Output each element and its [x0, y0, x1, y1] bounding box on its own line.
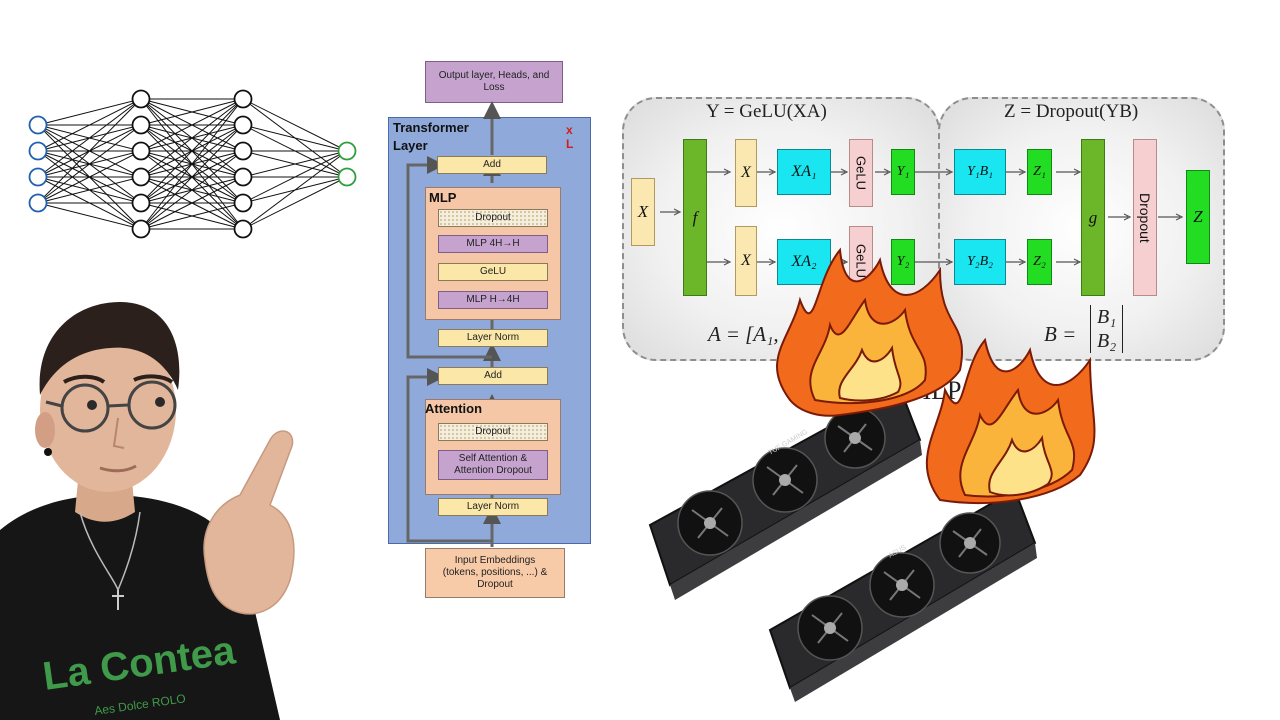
- xa1-box: XA₁: [777, 149, 831, 195]
- mlp-h-4h-box: MLP H→4H: [438, 291, 548, 309]
- b-matrix: B₁ B₂: [1090, 305, 1124, 353]
- nn-edge: [242, 98, 348, 152]
- nn-edge: [140, 150, 244, 230]
- nn-edge: [242, 150, 348, 204]
- nn-edge: [140, 124, 244, 230]
- output-layer-box: Output layer, Heads, and Loss: [425, 61, 563, 103]
- self-attention-box: Self Attention & Attention Dropout: [438, 450, 548, 480]
- fire-2: [925, 337, 1096, 504]
- presenter-photo: La Contea Aes Dolce ROLO: [0, 302, 295, 720]
- z1-box: Z₁: [1027, 149, 1052, 195]
- nn-output-node: [337, 167, 357, 187]
- transformer-layer-title: Transformer Layer: [393, 120, 469, 153]
- x1-box: X: [735, 139, 757, 207]
- nn-edge: [140, 98, 244, 178]
- gelu1-box: GeLU: [849, 139, 873, 207]
- a-split-equation: A = [A₁,: [708, 322, 779, 346]
- nn-hidden-node: [131, 167, 151, 187]
- nn-input-node: [28, 115, 48, 135]
- nn-edge: [37, 98, 142, 178]
- z2-box: Z₂: [1027, 239, 1052, 285]
- x-input-box: X: [631, 178, 655, 246]
- nn-edge: [37, 124, 142, 204]
- mlp-dropout-box: Dropout: [438, 209, 548, 227]
- nn-edge: [37, 176, 142, 204]
- mlp-4h-h-box: MLP 4H→H: [438, 235, 548, 253]
- nn-edge: [37, 98, 142, 152]
- nn-edge: [242, 176, 348, 230]
- nn-input-node: [28, 141, 48, 161]
- nn-output-node: [337, 141, 357, 161]
- nn-edge: [242, 124, 348, 152]
- g-operator-box: g: [1081, 139, 1105, 296]
- input-embeddings-box: Input Embeddings (tokens, positions, ...…: [425, 548, 565, 598]
- gpus-on-fire-illustration: TUF GAMING ASUS: [648, 247, 1096, 702]
- nn-hidden-node: [233, 219, 253, 239]
- layer-norm-bottom-box: Layer Norm: [438, 498, 548, 516]
- nn-edge: [37, 98, 142, 126]
- nn-input-node: [28, 167, 48, 187]
- nn-edge: [242, 150, 348, 178]
- transformer-diagram: Output layer, Heads, and Loss Transforme…: [380, 55, 591, 605]
- nn-edge: [242, 150, 348, 230]
- dropout-box: Dropout: [1133, 139, 1157, 296]
- add-mid-box: Add: [438, 367, 548, 385]
- nn-input-node: [28, 193, 48, 213]
- nn-edge: [37, 98, 142, 204]
- nn-hidden-node: [131, 115, 151, 135]
- gpu-card-2: ASUS: [768, 488, 1037, 702]
- nn-edge: [140, 176, 244, 230]
- gelu-equation: Y = GeLU(XA): [706, 101, 827, 122]
- nn-edge: [140, 98, 244, 230]
- dropout-equation: Z = Dropout(YB): [1004, 101, 1139, 122]
- nn-edge: [37, 150, 142, 204]
- b2-entry: B₂: [1097, 330, 1117, 352]
- gpu-card-1: TUF GAMING: [648, 386, 922, 600]
- nn-edge: [140, 98, 244, 152]
- b1-entry: B₁: [1097, 306, 1117, 328]
- nn-hidden-node: [131, 89, 151, 109]
- nn-edge: [140, 98, 244, 126]
- mlp-title: MLP: [429, 190, 457, 205]
- repeat-label: x L: [566, 123, 574, 151]
- nn-hidden-node: [233, 115, 253, 135]
- y2-box: Y₂: [891, 239, 915, 285]
- b-split-equation: B =: [1044, 322, 1077, 346]
- nn-hidden-node: [233, 193, 253, 213]
- nn-hidden-node: [233, 141, 253, 161]
- nn-hidden-node: [233, 167, 253, 187]
- z-output-box: Z: [1186, 170, 1210, 264]
- nn-hidden-node: [131, 141, 151, 161]
- nn-hidden-node: [131, 219, 151, 239]
- xa2-box: XA₂: [777, 239, 831, 285]
- nn-hidden-node: [233, 89, 253, 109]
- nn-hidden-node: [131, 193, 151, 213]
- layer-norm-top-box: Layer Norm: [438, 329, 548, 347]
- add-top-box: Add: [437, 156, 547, 174]
- y1b1-box: Y₁B₁: [954, 149, 1006, 195]
- x2-box: X: [735, 226, 757, 296]
- gelu-box: GeLU: [438, 263, 548, 281]
- nn-edge: [140, 202, 244, 230]
- y1-box: Y₁: [891, 149, 915, 195]
- nn-edge: [37, 202, 142, 230]
- fire-1: [776, 247, 963, 417]
- nn-edge: [140, 98, 244, 204]
- y2b2-box: Y₂B₂: [954, 239, 1006, 285]
- attention-title: Attention: [425, 401, 483, 416]
- f-operator-box: f: [683, 139, 707, 296]
- neural-network-diagram: [28, 89, 357, 239]
- attention-dropout-box: Dropout: [438, 423, 548, 441]
